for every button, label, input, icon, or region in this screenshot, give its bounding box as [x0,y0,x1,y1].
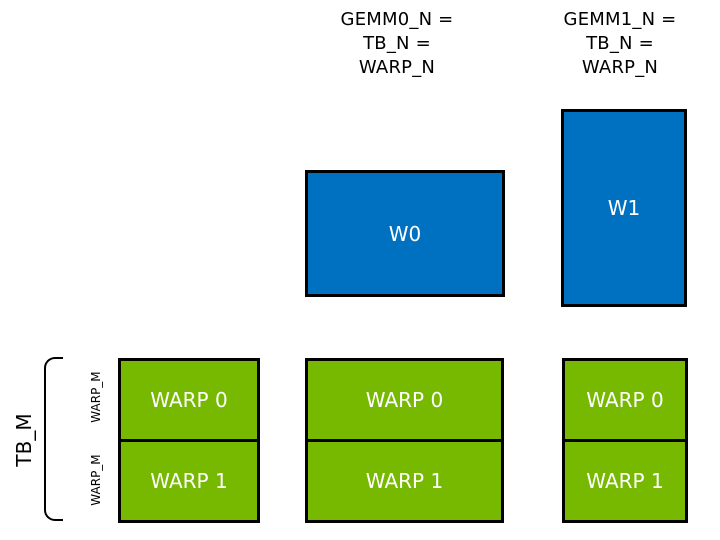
gemm0-header-line-2: TB_N = [363,33,431,54]
thread-block-stack-left: WARP 0 WARP 1 [118,358,260,523]
warp-row-0: WARP 0 [562,358,688,442]
gemm1-header-line-3: WARP_N [581,57,659,78]
warp-tile-w0-label: W0 [388,221,422,246]
warp-m-label-top: WARP_M [89,371,103,423]
tb-m-bracket [44,357,63,521]
gemm0-header-label: GEMM0_N = TB_N = WARP_N [297,8,497,80]
gemm1-header-line-2: TB_N = [586,33,654,54]
warp-row-0: WARP 0 [118,358,260,442]
warp-m-label-bottom: WARP_M [89,454,103,506]
thread-block-stack-right: WARP 0 WARP 1 [562,358,688,523]
warp-row-1: WARP 1 [562,439,688,523]
gemm1-warp-tile-w1: W1 [561,109,687,307]
gemm0-warp-tile-w0: W0 [305,170,505,297]
warp-tile-w1-label: W1 [607,196,641,220]
gemm1-header-label: GEMM1_N = TB_N = WARP_N [520,8,720,80]
tb-m-label: TB_M [12,413,36,467]
warp-row-0: WARP 0 [305,358,504,442]
gemm0-header-line-3: WARP_N [358,57,436,78]
thread-block-stack-middle: WARP 0 WARP 1 [305,358,504,523]
gemm1-header-line-1: GEMM1_N = [563,9,677,30]
gemm0-header-line-1: GEMM0_N = [340,9,454,30]
warp-row-1: WARP 1 [118,439,260,523]
warp-row-1: WARP 1 [305,439,504,523]
